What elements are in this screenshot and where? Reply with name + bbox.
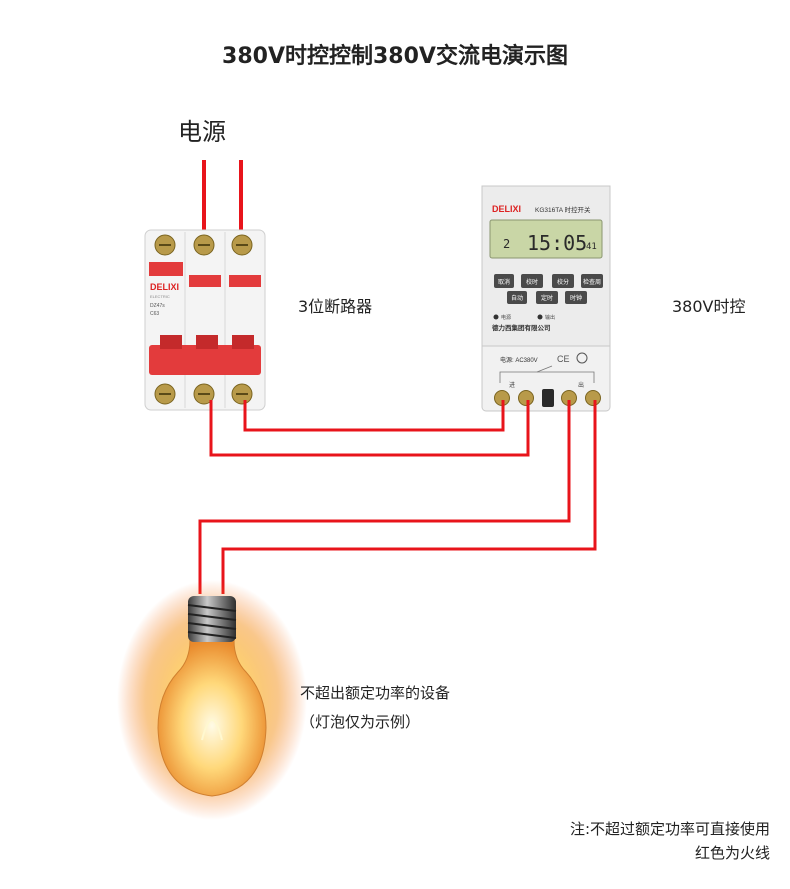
timer-switch: DELIXI KG316TA 时控开关 2 15:05 41 取消 校时 校分 …	[481, 185, 611, 412]
timer-buttons: 取消 校时 校分 检查周 自动 定时 时钟	[494, 274, 603, 304]
breaker-label: 3位断路器	[298, 297, 373, 316]
timer-display-time: 15:05	[527, 231, 587, 255]
timer-button[interactable]	[507, 291, 527, 304]
timer-display-day: 2	[503, 237, 510, 251]
breaker-brand: DELIXI	[150, 282, 179, 292]
timer-button[interactable]	[552, 274, 574, 288]
wires	[198, 400, 597, 594]
device-note: （灯泡仅为示例）	[300, 713, 421, 731]
page-title: 380V时控控制380V交流电演示图	[222, 44, 568, 69]
timer-brand: DELIXI	[492, 204, 521, 214]
footnote-wire-color: 红色为火线	[694, 844, 770, 862]
output-indicator-icon	[537, 314, 543, 320]
timer-button[interactable]	[494, 274, 514, 288]
timer-company: 德力西集团有限公司	[492, 323, 551, 332]
timer-terminals	[494, 389, 601, 407]
power-label: 电源	[178, 118, 226, 146]
terminal-out-label: 出	[578, 381, 584, 389]
timer-button-label: 检查周	[583, 278, 601, 286]
indicator-power-label: 电源	[501, 314, 511, 321]
breaker-bottom-terminals	[154, 383, 253, 405]
device-label: 不超出额定功率的设备	[300, 684, 451, 702]
timer-button-label: 自动	[511, 294, 523, 302]
timer-button[interactable]	[536, 291, 558, 304]
breaker-rating: C63	[150, 311, 159, 317]
breaker-top-terminals	[154, 234, 253, 256]
timer-voltage: 电源: AC380V	[500, 356, 538, 364]
ce-mark-icon: CE	[557, 354, 570, 364]
timer-button-label: 时钟	[570, 294, 582, 302]
breaker-handles	[149, 345, 261, 375]
timer-label: 380V时控	[672, 297, 746, 316]
timer-button-label: 取消	[498, 278, 510, 286]
terminal-schematic	[499, 371, 595, 383]
timer-display-sec: 41	[586, 242, 597, 252]
timer-button-label: 校分	[557, 278, 569, 286]
terminal-in-label: 进	[509, 381, 515, 389]
timer-model: KG316TA 时控开关	[535, 205, 591, 214]
indicator-output-label: 输出	[545, 314, 555, 321]
timer-lcd	[489, 219, 603, 259]
timer-button-label: 定时	[541, 294, 553, 302]
timer-button[interactable]	[581, 274, 603, 288]
footnote-power: 注:不超过额定功率可直接使用	[569, 820, 770, 838]
power-indicator-icon	[493, 314, 499, 320]
timer-button[interactable]	[565, 291, 587, 304]
light-bulb	[117, 580, 307, 820]
circuit-breaker: DELIXI ELECTRIC DZ47s C63	[144, 229, 266, 411]
timer-button-label: 校时	[526, 278, 538, 286]
ccc-mark-icon	[576, 352, 588, 364]
breaker-model: DZ47s	[150, 303, 165, 309]
timer-button[interactable]	[521, 274, 543, 288]
breaker-subtitle: ELECTRIC	[150, 294, 170, 299]
power-input-wires	[202, 160, 243, 243]
